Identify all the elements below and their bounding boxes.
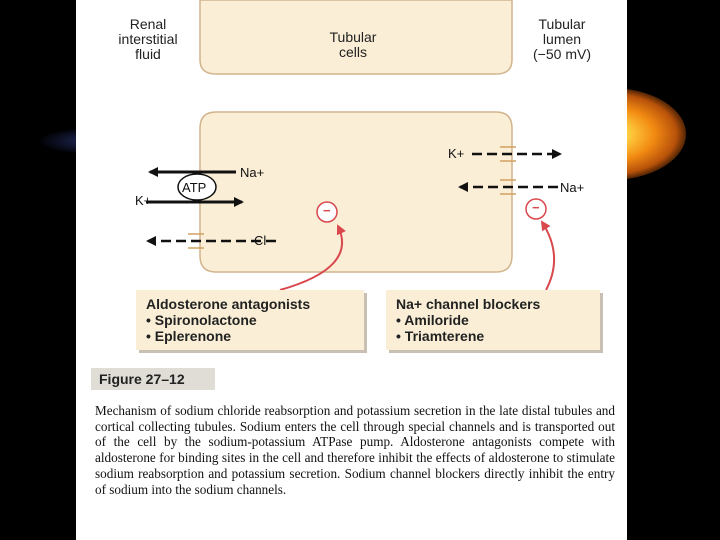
box-left-item: • Eplerenone xyxy=(146,328,232,344)
red-arrow-na-channel xyxy=(540,220,556,291)
inhibit-circle-na-channel xyxy=(525,198,547,220)
slide-page: Renal interstitial fluid Tubular cells T… xyxy=(76,0,627,540)
k-right-label: K+ xyxy=(448,146,465,161)
na-left-label: Na+ xyxy=(240,165,265,180)
figure-label: Figure 27–12 xyxy=(91,368,215,390)
atp-label: ATP xyxy=(182,180,207,195)
na-channel-blockers-box: Na+ channel blockers • Amiloride • Triam… xyxy=(386,290,600,350)
inhibit-symbol-left: − xyxy=(323,203,331,218)
inhibit-symbol-right: − xyxy=(532,200,540,215)
inhibit-circle-aldosterone xyxy=(316,201,338,223)
red-arrow-aldosterone xyxy=(279,224,346,291)
box-left-item: • Spironolactone xyxy=(146,312,257,328)
aldosterone-antagonists-box: Aldosterone antagonists • Spironolactone… xyxy=(136,290,364,350)
figure-caption: Mechanism of sodium chloride reabsorptio… xyxy=(95,403,615,497)
tubular-lumen-header: Tubular lumen (−50 mV) xyxy=(533,16,591,62)
diagram-canvas xyxy=(146,0,562,291)
lower-tubular-cell xyxy=(199,111,513,273)
box-right-item: • Triamterene xyxy=(396,328,485,344)
box-right-item: • Amiloride xyxy=(396,312,469,328)
upper-tubular-cell xyxy=(199,0,513,75)
cl-label: Cl− xyxy=(254,233,274,248)
tubular-cells-header: Tubular cells xyxy=(329,29,377,60)
box-right-title: Na+ channel blockers xyxy=(396,296,541,312)
renal-fluid-header: Renal interstitial fluid xyxy=(118,16,178,62)
atp-pump-circle xyxy=(177,173,217,201)
k-left-label: K+ xyxy=(135,193,152,208)
na-right-label: Na+ xyxy=(560,180,585,195)
box-left-title: Aldosterone antagonists xyxy=(146,296,311,312)
